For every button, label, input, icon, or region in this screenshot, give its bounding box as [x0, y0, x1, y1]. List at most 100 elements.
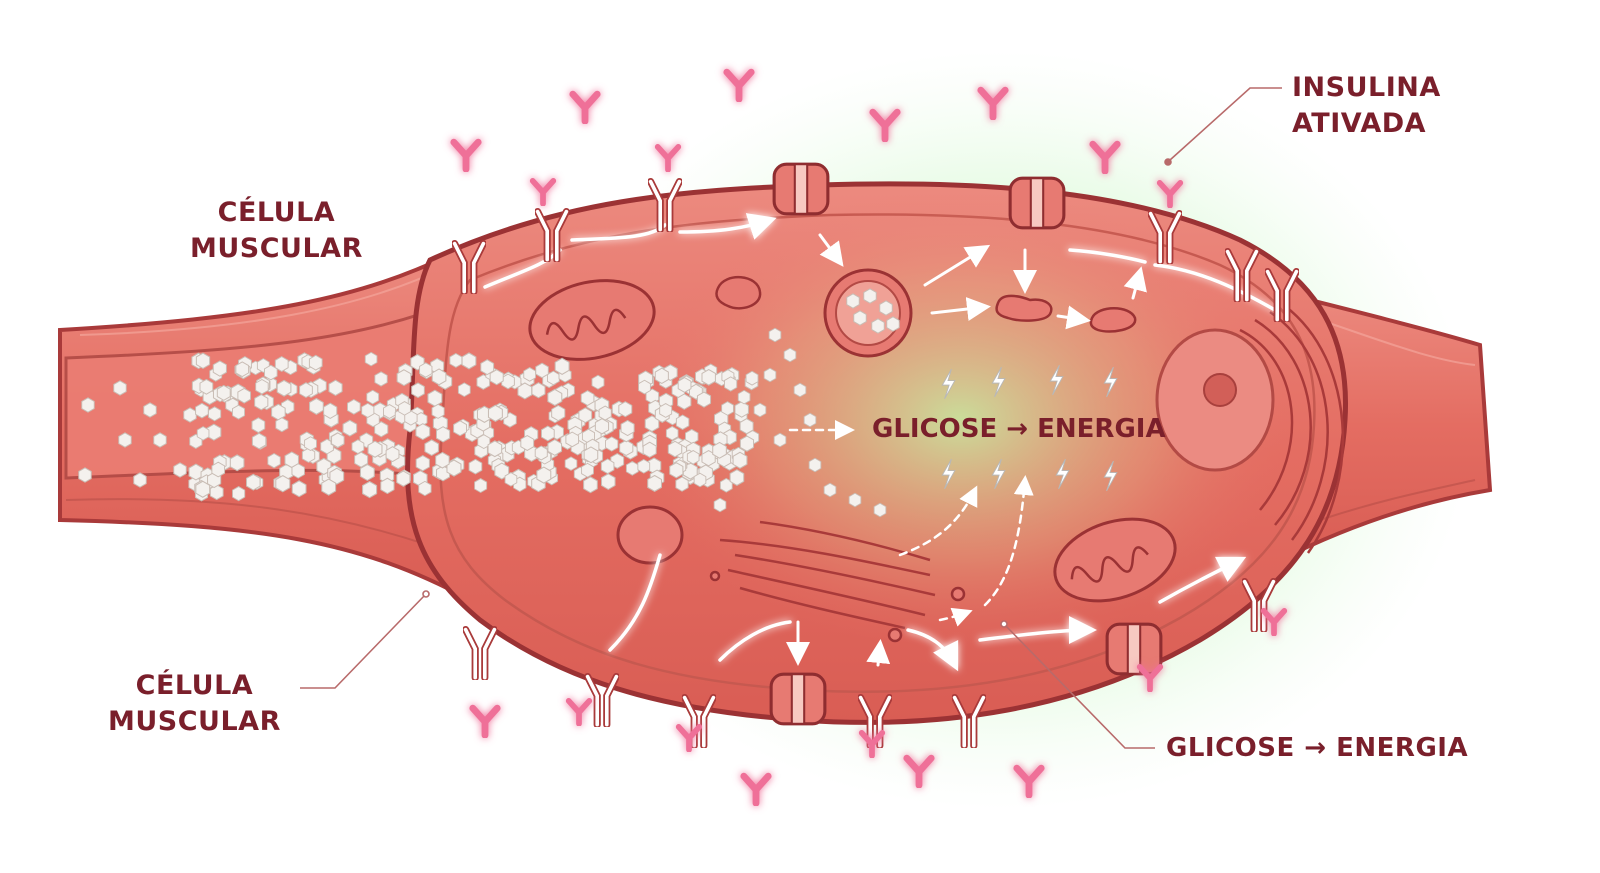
glucose-molecule: [713, 497, 727, 513]
glucose-molecule: [504, 472, 518, 487]
glucose-molecule: [591, 374, 605, 390]
glucose-molecule: [620, 419, 635, 437]
glucose-molecule: [342, 419, 358, 437]
glucose-molecule: [732, 451, 748, 469]
glucose-molecule: [669, 462, 684, 479]
glucose-molecule: [773, 432, 787, 448]
glucose-molecule: [638, 379, 651, 395]
glucose-molecule: [625, 461, 639, 476]
glucose-molecule: [647, 474, 663, 492]
glucose-molecule: [396, 470, 411, 487]
glucose-molecule: [323, 402, 338, 419]
glucose-molecule: [211, 461, 226, 478]
transport-paths: [483, 213, 1277, 672]
glucose-molecule: [309, 397, 324, 415]
glucose-molecule: [351, 439, 365, 454]
glucose-molecule: [366, 389, 380, 405]
glucose-molecule: [686, 450, 700, 465]
glucose-molecule: [232, 404, 246, 420]
glucose-molecule: [291, 463, 305, 479]
glucose-molecule: [734, 401, 749, 418]
glucose-molecule: [564, 456, 578, 471]
glucose-molecule: [237, 387, 252, 404]
glucose-molecule: [254, 394, 269, 411]
glucose-molecule: [361, 402, 375, 418]
glucose-vesicle: [823, 268, 913, 358]
glucose-molecule: [721, 401, 734, 416]
glucose-molecule: [580, 390, 595, 406]
label-insulin-activated: INSULINA ATIVADA: [1292, 70, 1441, 142]
glucose-molecule: [468, 458, 483, 475]
glucose-molecule: [133, 472, 147, 488]
glucose-molecule: [275, 475, 291, 493]
glucose-molecule: [301, 447, 316, 463]
glucose-molecule: [675, 476, 689, 492]
glucose-molecule: [487, 404, 503, 422]
glucose-molecule: [299, 382, 313, 398]
glucose-molecule: [415, 423, 431, 441]
label-muscle-cell-top: CÉLULA MUSCULAR: [190, 195, 363, 267]
glucose-molecule: [745, 370, 759, 386]
glucose-molecule: [547, 370, 560, 386]
label-insulin-line2: ATIVADA: [1292, 108, 1427, 139]
glucose-molecule: [793, 382, 807, 398]
glucose-molecule: [431, 403, 445, 419]
glucose-molecule: [803, 412, 817, 428]
glucose-molecule: [195, 352, 211, 369]
glucose-molecule: [173, 462, 187, 478]
glucose-molecule: [600, 458, 615, 475]
glucose-molecule: [693, 472, 707, 488]
glucose-molecule: [276, 379, 292, 397]
label-muscle-cell-bottom-line2: MUSCULAR: [108, 706, 281, 737]
mitochondrion-top: [528, 279, 656, 361]
glucose-molecule: [81, 397, 95, 413]
glucose-molecule: [208, 406, 222, 422]
label-glucose-energy-bottom: GLICOSE → ENERGIA: [1166, 733, 1469, 763]
glucose-molecule: [435, 426, 451, 443]
glucose-molecule: [551, 404, 566, 422]
glucose-molecule: [362, 480, 378, 499]
glucose-molecule: [374, 371, 388, 387]
glucose-molecule: [308, 354, 323, 371]
glucose-molecule: [724, 376, 738, 392]
glucose-molecule: [665, 426, 679, 441]
label-glucose-energy-center: GLICOSE → ENERGIA: [872, 414, 1166, 444]
glucose-molecule: [411, 382, 425, 398]
glucose-molecule: [457, 382, 471, 397]
glucose-molecule: [520, 435, 535, 451]
leader-lines: [300, 87, 1282, 749]
glucose-molecule: [667, 440, 683, 458]
glucose-molecule: [304, 436, 317, 451]
glucose-molecule: [331, 432, 345, 448]
glucose-molecule: [523, 367, 537, 382]
glucose-molecule: [251, 432, 267, 450]
glucose-molecule: [78, 467, 92, 483]
glucose-molecule: [480, 359, 495, 376]
glucose-molecule: [364, 351, 378, 367]
glucose-molecule: [195, 402, 209, 419]
endoplasmic-reticulum: [1239, 305, 1345, 554]
glucose-molecule: [659, 403, 673, 418]
glucose-molecule: [739, 435, 755, 452]
label-muscle-cell-bottom: CÉLULA MUSCULAR: [108, 668, 281, 740]
glucose-molecule: [701, 369, 716, 386]
label-muscle-cell-top-line1: CÉLULA: [217, 197, 336, 228]
glucose-molecule: [216, 384, 231, 401]
glucose-molecule: [677, 377, 692, 393]
glucose-molecule: [768, 327, 782, 343]
glucose-molecule: [251, 417, 266, 434]
glucose-molecule: [354, 451, 369, 468]
glucose-molecule: [419, 362, 433, 378]
glucose-molecule: [578, 407, 593, 424]
glucose-molecule: [808, 457, 822, 473]
glucose-molecule: [619, 439, 634, 456]
nucleolus: [1203, 373, 1237, 407]
interior-arrows: [786, 233, 1147, 667]
glucose-molecule: [431, 368, 447, 386]
glucose-molecule: [554, 357, 570, 375]
glucose-molecule: [396, 369, 412, 387]
glucose-molecule: [605, 436, 619, 452]
organelle-blobs: [709, 275, 1137, 643]
